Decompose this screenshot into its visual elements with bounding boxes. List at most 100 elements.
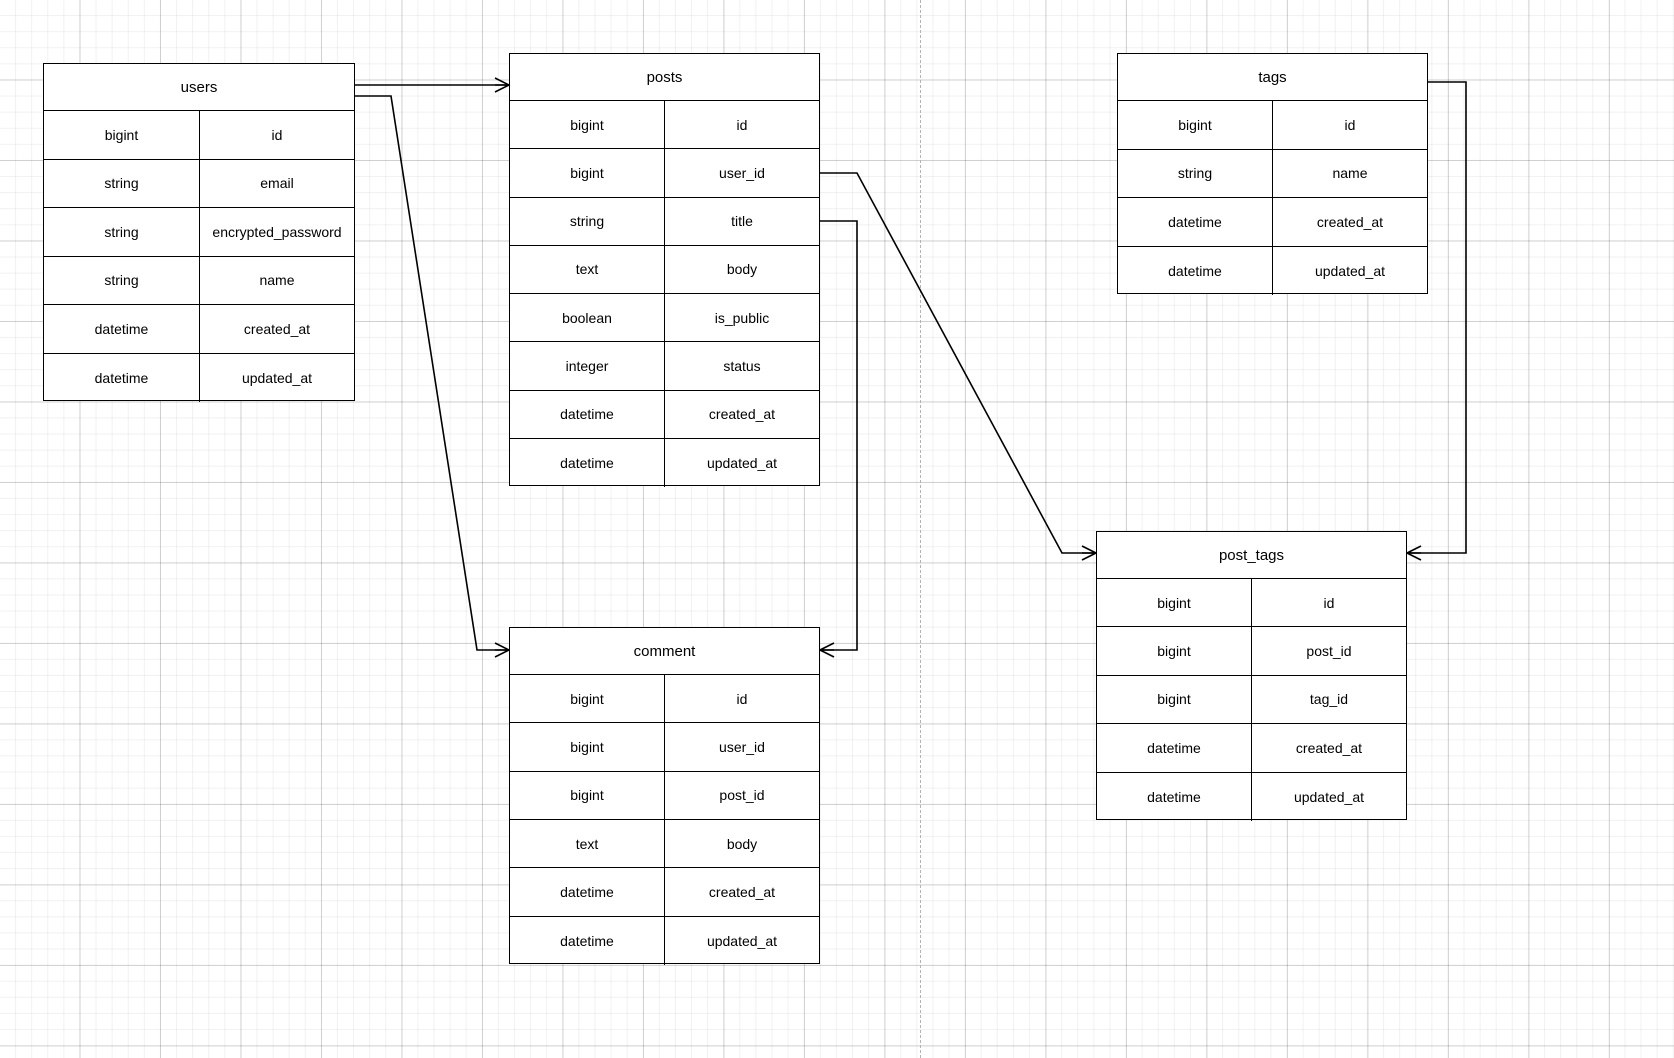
column-name: user_id (719, 738, 765, 755)
column-type: bigint (1097, 627, 1252, 675)
entity-rows-users: bigint id string email string encrypted_passw… (44, 111, 354, 402)
column-name: id (736, 116, 748, 133)
entity-row[interactable]: string title (510, 197, 819, 246)
column-name: id (1344, 116, 1356, 133)
entity-row[interactable]: bigint post_id (1097, 627, 1406, 676)
column-name: updated_at (1293, 788, 1365, 805)
column-name: post_id (1306, 643, 1352, 660)
column-type: string (510, 197, 665, 245)
column-type: bigint (510, 675, 665, 723)
column-type: bigint (1097, 675, 1252, 724)
column-type: datetime (510, 916, 665, 965)
column-name: user_id (719, 164, 765, 181)
column-type: datetime (1118, 246, 1273, 295)
column-name: updated_at (706, 454, 778, 471)
column-name: updated_at (1314, 262, 1386, 279)
entity-row[interactable]: bigint id (1118, 101, 1427, 150)
entity-row[interactable]: bigint tag_id (1097, 675, 1406, 725)
entity-row[interactable]: text body (510, 245, 819, 294)
entity-row[interactable]: integer status (510, 342, 819, 391)
column-name: status (723, 357, 761, 374)
column-name: body (726, 835, 758, 852)
entity-row[interactable]: bigint id (510, 101, 819, 150)
entity-row[interactable]: datetime updated_at (1118, 246, 1427, 295)
entity-row[interactable]: datetime created_at (510, 390, 819, 439)
column-name: created_at (1295, 739, 1363, 756)
column-type: string (44, 159, 200, 207)
column-name: name (1332, 165, 1368, 182)
column-type: datetime (1097, 724, 1252, 772)
column-type: datetime (44, 305, 200, 353)
column-type: integer (510, 342, 665, 390)
column-type: bigint (510, 149, 665, 197)
column-type: datetime (1097, 772, 1252, 821)
column-name: id (736, 690, 748, 707)
column-type: bigint (510, 101, 665, 149)
column-type: string (1118, 149, 1273, 197)
column-type: text (510, 819, 665, 868)
entity-row[interactable]: datetime created_at (1097, 724, 1406, 773)
entity-row[interactable]: bigint id (44, 111, 354, 160)
entity-row[interactable]: string name (1118, 149, 1427, 198)
column-name: tag_id (1309, 691, 1349, 708)
column-name: created_at (243, 320, 311, 337)
entity-row[interactable]: datetime updated_at (510, 916, 819, 965)
entity-row[interactable]: datetime updated_at (510, 438, 819, 487)
edge-users-comment (355, 95, 510, 658)
column-type: datetime (510, 390, 665, 438)
column-type: string (44, 208, 200, 256)
entity-title-posts: posts (510, 54, 819, 101)
page-break-line (920, 0, 921, 1058)
column-name: updated_at (241, 369, 313, 386)
entity-row[interactable]: string email (44, 159, 354, 208)
column-type: datetime (510, 868, 665, 916)
column-name: post_id (719, 787, 765, 804)
entity-row[interactable]: datetime updated_at (1097, 772, 1406, 821)
entity-row[interactable]: bigint id (510, 675, 819, 724)
column-type: datetime (510, 438, 665, 487)
entity-row[interactable]: string encrypted_password (44, 208, 354, 257)
column-name: body (726, 261, 758, 278)
column-type: bigint (510, 771, 665, 819)
column-name: email (260, 175, 294, 192)
column-name: name (259, 272, 295, 289)
edge-posts-post_tags (820, 172, 1097, 561)
entity-row[interactable]: string name (44, 256, 354, 305)
entity-row[interactable]: datetime updated_at (44, 353, 354, 402)
entity-row[interactable]: bigint user_id (510, 723, 819, 772)
column-name: title (731, 213, 753, 230)
column-name: is_public (714, 309, 770, 326)
column-name: created_at (708, 406, 776, 423)
column-type: boolean (510, 294, 665, 342)
column-type: string (44, 256, 200, 304)
entity-row[interactable]: boolean is_public (510, 294, 819, 343)
column-name: id (271, 126, 283, 143)
entity-row[interactable]: bigint post_id (510, 771, 819, 820)
column-type: bigint (44, 111, 200, 159)
entity-title-comment: comment (510, 628, 819, 675)
entity-row[interactable]: bigint user_id (510, 149, 819, 198)
entity-row[interactable]: text body (510, 819, 819, 869)
column-name: encrypted_password (212, 223, 342, 240)
entity-title-tags: tags (1118, 54, 1427, 101)
column-type: datetime (1118, 198, 1273, 246)
column-type: bigint (510, 723, 665, 771)
edge-users-posts (355, 77, 510, 93)
column-type: datetime (44, 353, 200, 402)
column-type: text (510, 245, 665, 293)
column-type: bigint (1097, 579, 1252, 627)
column-name: updated_at (706, 932, 778, 949)
column-type: bigint (1118, 101, 1273, 149)
entity-row[interactable]: datetime created_at (44, 305, 354, 354)
